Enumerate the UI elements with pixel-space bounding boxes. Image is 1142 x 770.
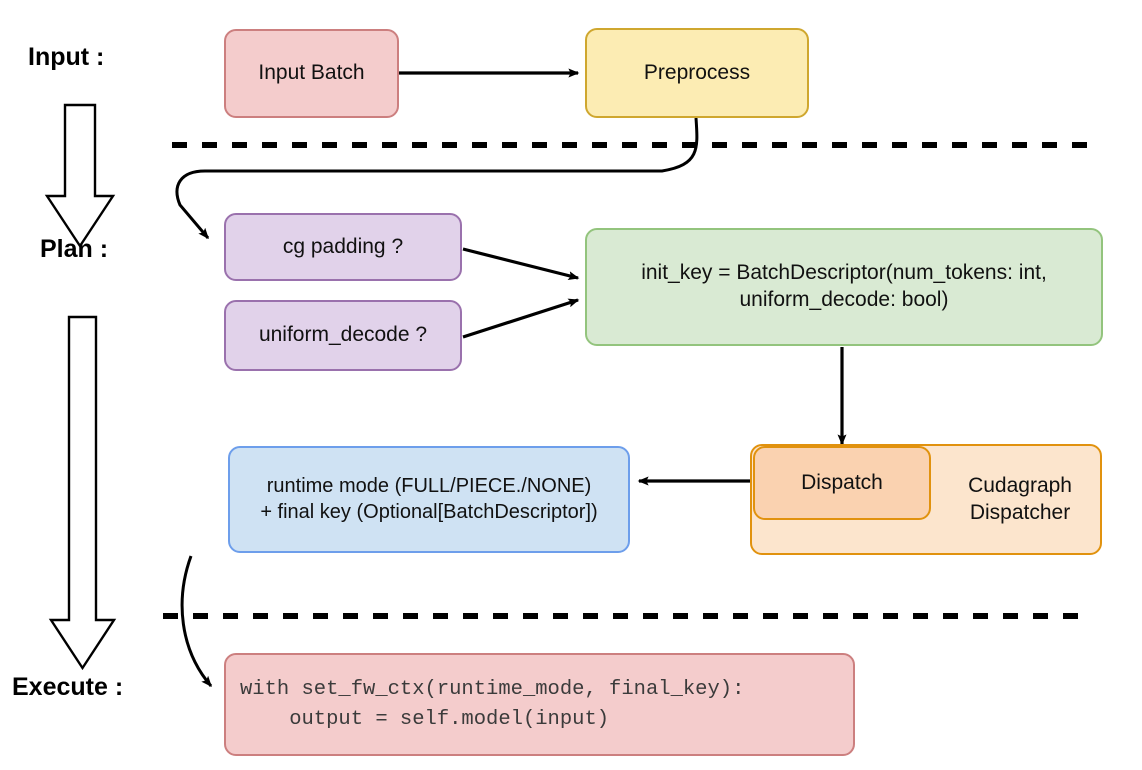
node-init-key[interactable]: init_key = BatchDescriptor(num_tokens: i… (585, 228, 1103, 346)
node-uniform-decode[interactable]: uniform_decode ? (224, 300, 462, 371)
cg-padding-to-init-key (462, 247, 580, 281)
stage-label-plan: Plan : (40, 235, 109, 263)
plan-to-execute-arrow (48, 315, 117, 671)
node-input-batch[interactable]: Input Batch (224, 29, 399, 118)
node-runtime-mode[interactable]: runtime mode (FULL/PIECE./NONE) + final … (228, 446, 630, 553)
node-dispatch[interactable]: Dispatch (753, 446, 931, 520)
node-execute-code[interactable]: with set_fw_ctx(runtime_mode, final_key)… (224, 653, 855, 756)
stage-label-input: Input : (28, 43, 105, 71)
node-cg-padding[interactable]: cg padding ? (224, 213, 462, 281)
stage-label-execute: Execute : (12, 673, 124, 701)
input-to-plan-arrow (44, 103, 116, 249)
runtime-mode-to-execute-code (180, 555, 213, 688)
node-preprocess[interactable]: Preprocess (585, 28, 809, 118)
uniform-decode-to-init-key (462, 298, 580, 339)
